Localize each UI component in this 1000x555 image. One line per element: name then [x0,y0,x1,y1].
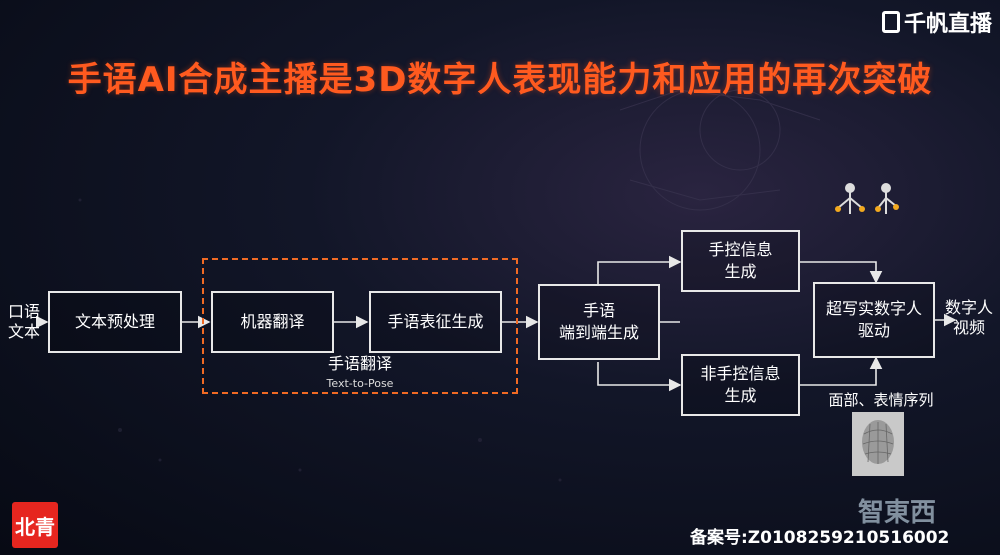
end-to-end-line-1: 手语 [582,301,615,320]
beiqing-logo: 北青 [12,502,58,548]
non-manual-info-line-2: 生成 [724,386,757,405]
input-line-1: 口语 [7,302,40,321]
end-to-end-box: 手语 端到端生成 [538,284,660,360]
output-line-2: 视频 [952,318,985,337]
zhidongxi-watermark: 智東西 [858,498,937,528]
machine-translation-label: 机器翻译 [240,312,305,331]
non-manual-info-line-1: 非手控信息 [700,364,781,383]
record-number: 备案号:Z0108259210516002 [690,528,950,548]
sign-representation-label: 手语表征生成 [387,312,484,331]
input-line-2: 文本 [7,322,40,341]
logo-text: 千帆直播 [903,12,992,37]
manual-info-line-1: 手控信息 [708,240,773,259]
machine-translation-box: 机器翻译 [211,291,334,353]
group-caption: 手语翻译 Text-to-Pose [300,354,420,394]
face-mesh-icon [852,412,904,476]
output-label: 数字人 视频 [940,298,998,338]
end-to-end-line-2: 端到端生成 [558,323,639,342]
input-label: 口语 文本 [6,302,42,342]
preprocess-box: 文本预处理 [48,291,182,353]
group-label: 手语翻译 [327,354,392,373]
manual-info-box: 手控信息 生成 [681,230,800,292]
output-line-1: 数字人 [944,298,993,317]
group-sublabel: Text-to-Pose [326,377,394,390]
logo-mark-icon [881,11,900,33]
preprocess-label: 文本预处理 [74,312,155,331]
drive-line-1: 超写实数字人 [825,299,922,318]
drive-line-2: 驱动 [857,321,890,340]
face-sequence-label: 面部、表情序列 [828,391,934,409]
skeleton-pose-icon [835,183,899,214]
sign-representation-box: 手语表征生成 [369,291,502,353]
qianfan-logo: 千帆直播 [881,6,992,38]
manual-info-line-2: 生成 [724,262,757,281]
page-title: 手语AI合成主播是3D数字人表现能力和应用的再次突破 [67,60,933,100]
sign-translation-group [202,258,518,394]
digital-human-drive-box: 超写实数字人 驱动 [813,282,935,358]
non-manual-info-box: 非手控信息 生成 [681,354,800,416]
